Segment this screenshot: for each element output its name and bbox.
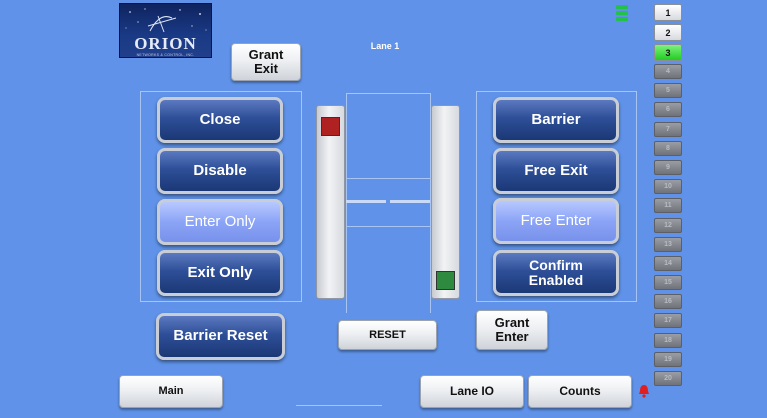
lane-selector-item[interactable]: 8	[654, 140, 682, 156]
lane-selector-item[interactable]: 7	[654, 121, 682, 137]
exit-only-button[interactable]: Exit Only	[157, 250, 283, 296]
entry-lane-bar	[316, 105, 345, 299]
lane-edge	[346, 93, 431, 94]
logo-wordmark: ORION	[134, 34, 197, 53]
status-led	[616, 11, 628, 15]
exit-lane-bar	[431, 105, 460, 299]
enter-only-button[interactable]: Enter Only	[157, 199, 283, 245]
lane-edge	[346, 93, 347, 313]
lane-control-panel: Barrier Free Exit Free Enter Confirm Ena…	[476, 91, 637, 302]
lane-title: Lane 1	[370, 41, 400, 51]
disable-button[interactable]: Disable	[157, 148, 283, 194]
logo-tagline: NETWORKS & CONTROL, INC.	[136, 53, 195, 57]
lane-mode-panel: Close Disable Enter Only Exit Only	[140, 91, 302, 302]
lane-selector-item[interactable]: 4	[654, 64, 682, 79]
lane-selector-item[interactable]: 11	[654, 198, 682, 214]
bottom-frame-edge	[296, 405, 382, 406]
status-led	[616, 17, 628, 21]
lane-selector-item[interactable]: 16	[654, 294, 682, 310]
status-indicator	[616, 5, 628, 23]
lane-gate-right	[390, 200, 430, 203]
confirm-enabled-button[interactable]: Confirm Enabled	[493, 250, 619, 296]
orion-logo: ORION NETWORKS & CONTROL, INC.	[119, 3, 212, 58]
barrier-button[interactable]: Barrier	[493, 97, 619, 143]
lane-selector-item[interactable]: 20	[654, 371, 682, 386]
counts-button[interactable]: Counts	[528, 375, 632, 408]
lane-selector-item[interactable]: 12	[654, 217, 682, 233]
lane-divider	[346, 178, 431, 179]
exit-indicator	[436, 271, 455, 290]
archer-constellation-icon	[125, 8, 207, 33]
grant-enter-button[interactable]: Grant Enter	[476, 310, 548, 350]
lane-selector-item[interactable]: 17	[654, 313, 682, 329]
lane-selector-item[interactable]: 13	[654, 236, 682, 252]
lane-selector-item[interactable]: 15	[654, 275, 682, 291]
main-button[interactable]: Main	[119, 375, 223, 408]
lane-gate-left	[346, 200, 386, 203]
lane-selector-item[interactable]: 5	[654, 83, 682, 99]
status-led	[616, 5, 628, 9]
alert-bell-icon[interactable]	[638, 384, 650, 398]
free-exit-button[interactable]: Free Exit	[493, 148, 619, 194]
lane-divider	[346, 226, 431, 227]
barrier-reset-button[interactable]: Barrier Reset	[156, 313, 285, 360]
grant-exit-button[interactable]: Grant Exit	[231, 43, 301, 81]
lane-selector-item[interactable]: 18	[654, 332, 682, 348]
lane-edge	[430, 93, 431, 313]
lane-io-button[interactable]: Lane IO	[420, 375, 524, 408]
lane-selector-item[interactable]: 9	[654, 159, 682, 175]
close-button[interactable]: Close	[157, 97, 283, 143]
lane-selector-item[interactable]: 2	[654, 24, 682, 41]
lane-selector-item[interactable]: 10	[654, 179, 682, 195]
lane-selector-item[interactable]: 14	[654, 255, 682, 271]
entry-indicator	[321, 117, 340, 136]
lane-selector-item[interactable]: 19	[654, 351, 682, 367]
lane-selector-item[interactable]: 3	[654, 44, 682, 61]
lane-diagram	[346, 93, 431, 313]
lane-selector-item[interactable]: 6	[654, 102, 682, 118]
lane-selector-item[interactable]: 1	[654, 4, 682, 21]
free-enter-button[interactable]: Free Enter	[493, 198, 619, 244]
reset-button[interactable]: RESET	[338, 320, 437, 350]
